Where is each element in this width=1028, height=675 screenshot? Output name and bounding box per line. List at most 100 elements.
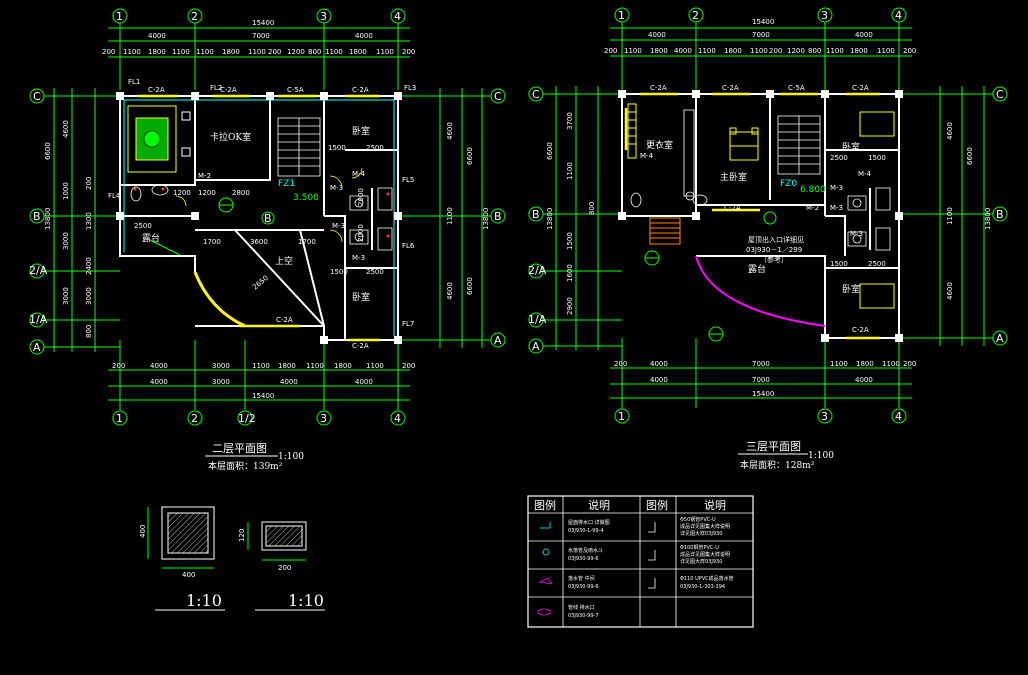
section-marker-plan2 [218,197,275,225]
curved-window-plan2 [193,271,246,328]
axis-bubbles-top-plan2 [108,8,410,90]
dim-text: 1800 [222,48,240,56]
dim-text: 13800 [482,208,490,230]
door-tag: M-3 [332,222,345,230]
legend-header: 说明 [704,498,726,512]
master-bed [729,127,759,161]
dim-text: 2500 [134,222,152,230]
axis-label: 2 [692,9,699,22]
dim-text: 1500 [328,144,346,152]
room-label: 卧室 [842,283,860,295]
axis-label: 1/A [29,313,48,326]
door-swings-plan2 [175,167,363,243]
dim-text: 7000 [752,360,770,368]
dim-text: 1600 [566,264,574,282]
window-tag: C-5A [287,86,304,94]
pipe-tag: FL3 [404,84,416,92]
dim-text: 1000 [62,182,70,200]
dim-text: 2500 [366,268,384,276]
dim-text: 4000 [150,362,168,370]
dim-text: 4000 [648,31,666,39]
axis-bubbles-top-plan3 [610,7,912,90]
legend-text: 管线 排水口 [568,604,595,611]
dim-text: 1100 [830,360,848,368]
note-text: 03J930－1／299 [746,246,802,254]
dim-text: 4000 [855,376,873,384]
dim-text: 13800 [984,208,992,230]
dim-text: 1100 [882,360,900,368]
dim-text: 200 [112,362,125,370]
elevation-tag: 3.500 [293,193,319,203]
leader-line [149,239,181,256]
dim-text: 1800 [856,360,874,368]
legend-text: 详见图大样03J930 [680,558,722,565]
room-label: 上空 [275,255,293,267]
dim-text: 6600 [44,142,52,160]
plan-scale: 1:100 [278,452,304,462]
dim-text: 1800 [850,47,868,55]
dim-total-bottom: 15400 [752,390,774,398]
dim-text: 13800 [44,208,52,230]
axis-label: 4 [394,412,401,425]
axis-label: C [996,88,1004,101]
stair-plan3 [777,115,821,175]
axis-lines-bottom-plan2 [108,340,410,426]
dim-text: 1100 [252,362,270,370]
dim-text: 13800 [546,208,554,230]
plan-area: 本层面积：139m² [208,460,283,472]
door-tag: M-3 [830,204,843,212]
dim-text: 3600 [250,238,268,246]
dim-text: 120 [238,529,246,542]
dim-text: 2500 [366,144,384,152]
dim-text: 4600 [946,122,954,140]
pipe-markers-plan2 [133,187,390,238]
legend-text: 03J930-99-6 [568,584,599,590]
axis-label: 2/A [528,264,547,277]
dim-text: 2650 [251,274,270,292]
axis-label: 1 [116,412,123,425]
dim-text: 200 [614,360,627,368]
room-label: 露台 [142,232,160,244]
bathroom-fixtures-plan3 [630,109,891,251]
axis-label: 2 [191,10,198,23]
axis-label: A [494,334,502,347]
dim-text: 1100 [172,48,190,56]
dim-text: 1100 [196,48,214,56]
dim-text: 1500 [830,260,848,268]
room-label: 更衣室 [646,139,673,151]
dim-total-top: 15400 [252,19,274,27]
dim-text: 1500 [868,154,886,162]
axis-label: 4 [394,10,401,23]
columns-plan3 [618,90,903,342]
axis-label: B [33,210,41,223]
window-tag: C-5A [788,84,805,92]
dim-text: 4000 [355,378,373,386]
axis-label: 4 [895,410,902,423]
dim-text: 3700 [566,112,574,130]
legend-text: 落水管 中间 [568,575,595,582]
dim-text: 3000 [212,362,230,370]
dim-text: 7000 [252,32,270,40]
dim-text: 3000 [85,287,93,305]
dim-text: 1800 [334,362,352,370]
dim-text: 4000 [355,32,373,40]
pipe-tag: FL1 [128,78,140,86]
dim-row-top-small: 200 1100 1800 1100 1100 1800 1100 200 12… [102,48,415,56]
door-tag: M-3 [830,184,843,192]
dim-text: 4000 [855,31,873,39]
dim-text: 1700 [298,238,316,246]
dim-total-bottom: 15400 [252,392,274,400]
axis-label: A [996,332,1004,345]
dim-text: 1100 [946,207,954,225]
axis-label: C [33,90,41,103]
dim-text: 1100 [248,48,266,56]
dim-text: 4600 [62,120,70,138]
dim-text: 1100 [325,48,343,56]
second-floor-plan: 1 2 3 4 15400 4000 7000 4000 200 1100 18… [29,8,506,472]
dim-text: 1100 [826,47,844,55]
dim-text: 2900 [566,297,574,315]
legend-text: 03J930-99-6 [568,556,599,562]
columns-plan2 [116,92,402,344]
axis-label: 3 [320,10,327,23]
legend-header: 图例 [534,498,556,512]
